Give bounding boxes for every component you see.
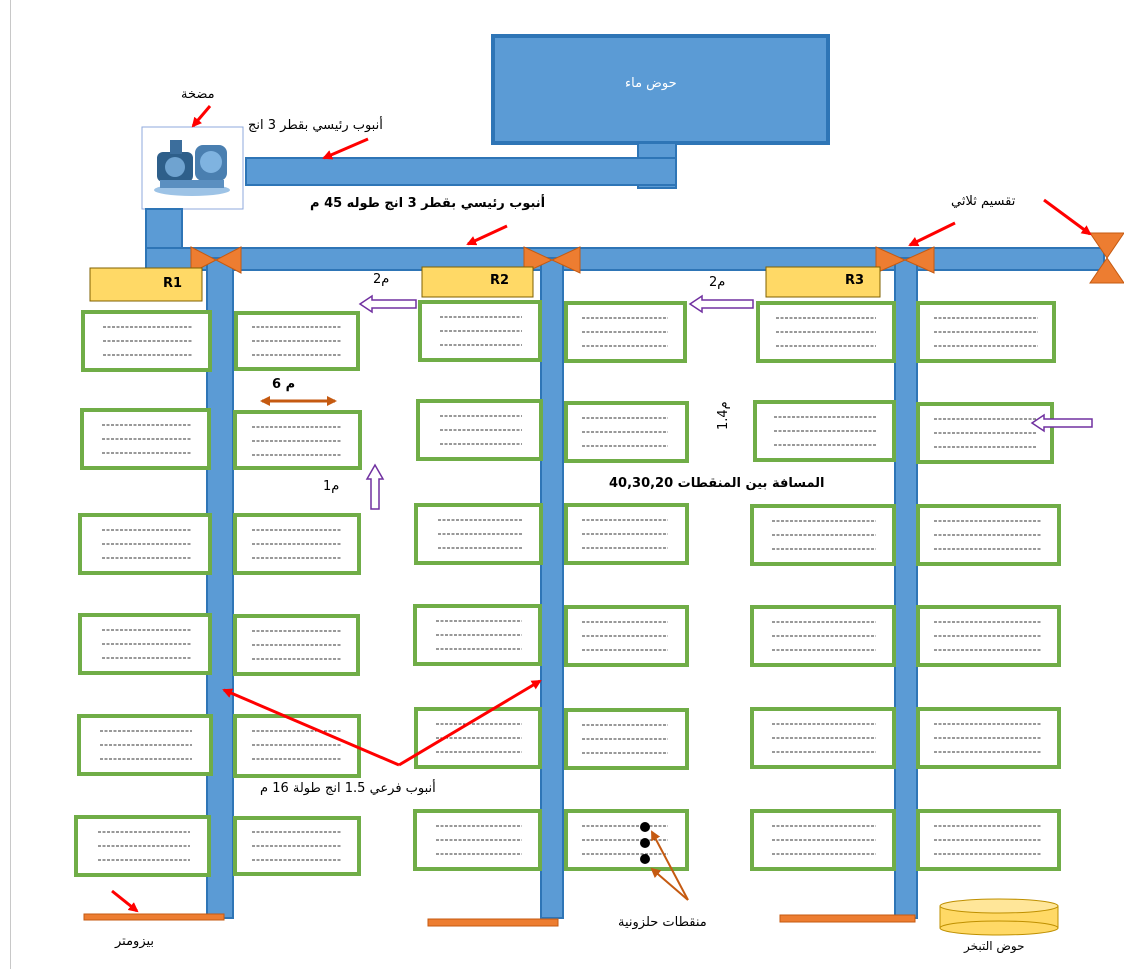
distance-2m-label: 2م [373,272,390,287]
beds-col-6 [916,301,1061,871]
header-main-pipe [145,247,1105,271]
three-way-label: تقسيم ثلاثي [951,194,1016,209]
beds-col-5 [750,301,896,871]
emitter-spacing-label: المسافة بين المنقطات 40,30,20 [609,476,825,491]
pump-icon [154,140,230,196]
bed [233,410,362,470]
bed [564,503,689,565]
bed [78,613,212,675]
emitter-dots [640,822,650,864]
lateral-pipe-r2 [540,257,564,919]
drip-lines [98,316,1042,861]
branch-pipe-label: أنبوب فرعي 1.5 انج طولة 16 م [260,781,436,796]
bed [564,401,689,463]
brown-arrow-icon [650,830,689,901]
piezometer-plate [83,913,225,921]
bed [750,504,896,566]
evaporation-pan-label: حوض التبخر [964,939,1025,953]
red-arrow-icon [111,105,1092,913]
r1-box [89,267,203,302]
evaporation-pan [939,898,1059,936]
bottom-plate-r2 [427,918,559,927]
valve-icon [190,246,242,274]
top-main-pipe [245,157,677,186]
water-tank-label: حوض ماء [625,76,677,91]
valve-icon [523,246,581,274]
spiral-emitters-label: منقطات حلزونية [618,915,707,930]
bed [416,399,543,461]
hollow-arrow-icon [358,294,417,314]
bed [233,714,361,778]
pump-down-pipe [145,208,183,252]
bed [233,614,360,676]
piezometer-label: بيزومتر [115,934,155,949]
hollow-arrow-icon [365,463,385,510]
beds-col-1 [74,310,213,877]
valve-icon [1089,232,1124,284]
bed [564,708,689,770]
pump-label: مضخة [181,87,215,102]
r1-label: R1 [163,276,183,291]
distance-1-4m-label: 1.4م [716,401,731,430]
beds-col-4 [564,301,689,871]
main-pipe-top-label: أنبوب رئيسي بقطر 3 انج [248,118,383,133]
bed [564,605,689,667]
hollow-arrow-icon [688,294,754,314]
valve-icon [875,246,935,274]
bottom-plate-r3 [779,914,916,923]
page-border-line [10,0,11,969]
r3-label: R3 [845,273,865,288]
r3-box [765,266,881,298]
lateral-pipe-r3 [894,257,918,919]
distance-1m-label: 1م [323,479,340,494]
main-pipe-header-label: أنبوب رئيسي بقطر 3 انج طوله 45 م [310,196,546,211]
bed [418,300,542,362]
distance-6m-label: 6 م [272,377,296,392]
r2-box [421,266,534,298]
r2-label: R2 [490,273,510,288]
distance-2m-label: 2م [709,275,726,290]
hollow-arrow-icon [1030,413,1093,433]
